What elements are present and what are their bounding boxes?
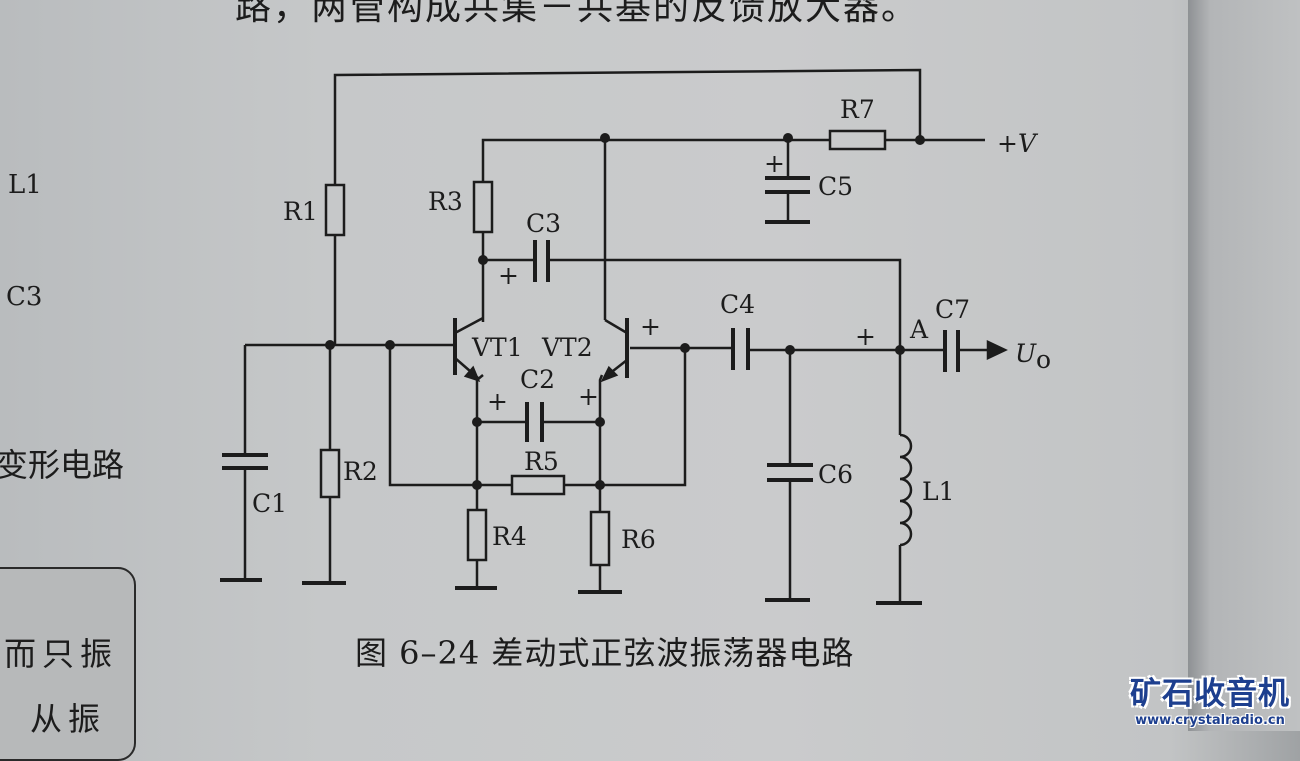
label-supply: +V bbox=[997, 129, 1039, 158]
figure-caption: 图 6–24 差动式正弦波振荡器电路 bbox=[355, 634, 855, 672]
margin-label: C3 bbox=[6, 282, 43, 312]
plus-sign: + bbox=[498, 261, 519, 290]
label-R6: R6 bbox=[621, 525, 656, 554]
label-C3: C3 bbox=[526, 209, 561, 238]
capacitors bbox=[222, 176, 960, 482]
label-R3: R3 bbox=[428, 187, 463, 216]
body-text-line: 路，两管构成共集－共基的反馈放大器。 bbox=[235, 0, 920, 28]
label-R5: R5 bbox=[524, 447, 559, 476]
label-C7: C7 bbox=[935, 295, 970, 324]
label-L1: L1 bbox=[922, 477, 955, 506]
label-VT2: VT2 bbox=[541, 333, 593, 362]
note-line: 而只振 bbox=[4, 635, 119, 673]
inductor-L1 bbox=[899, 433, 913, 547]
plus-sign: + bbox=[855, 322, 876, 351]
adjacent-page-edge bbox=[1188, 0, 1300, 731]
junction-dots bbox=[325, 133, 925, 490]
label-VT1: VT1 bbox=[471, 333, 523, 362]
label-C6: C6 bbox=[818, 460, 853, 489]
transistors bbox=[453, 316, 629, 383]
component-labels: R1 R2 R3 R4 R5 R6 R7 C1 C2 C3 C4 C5 C6 C… bbox=[252, 95, 1051, 554]
wires bbox=[243, 68, 990, 603]
watermark: 矿石收音机 www.crystalradio.cn bbox=[1130, 668, 1290, 728]
plus-sign: + bbox=[578, 382, 599, 411]
output-arrow-icon bbox=[986, 340, 1008, 360]
resistors bbox=[319, 129, 887, 567]
label-node-A: A bbox=[909, 315, 929, 344]
margin-label: L1 bbox=[8, 170, 42, 200]
label-R2: R2 bbox=[343, 457, 378, 486]
plus-sign: + bbox=[640, 312, 661, 341]
label-R7: R7 bbox=[840, 95, 875, 124]
ground-symbols bbox=[220, 220, 922, 605]
label-R1: R1 bbox=[283, 197, 318, 226]
watermark-url: www.crystalradio.cn bbox=[1135, 713, 1285, 728]
label-R4: R4 bbox=[492, 522, 527, 551]
label-C1: C1 bbox=[252, 489, 287, 518]
margin-text: 变形电路 bbox=[0, 446, 125, 484]
watermark-title: 矿石收音机 bbox=[1130, 676, 1290, 712]
label-output: U bbox=[1015, 339, 1037, 368]
label-C4: C4 bbox=[720, 290, 755, 319]
label-output-sub: o bbox=[1036, 345, 1051, 374]
label-C5: C5 bbox=[818, 172, 853, 201]
plus-sign: + bbox=[487, 387, 508, 416]
circuit-diagram: R1 R2 R3 R4 R5 R6 R7 C1 C2 C3 C4 C5 C6 C… bbox=[220, 68, 1051, 605]
label-C2: C2 bbox=[520, 365, 555, 394]
plus-sign: + bbox=[764, 149, 785, 178]
